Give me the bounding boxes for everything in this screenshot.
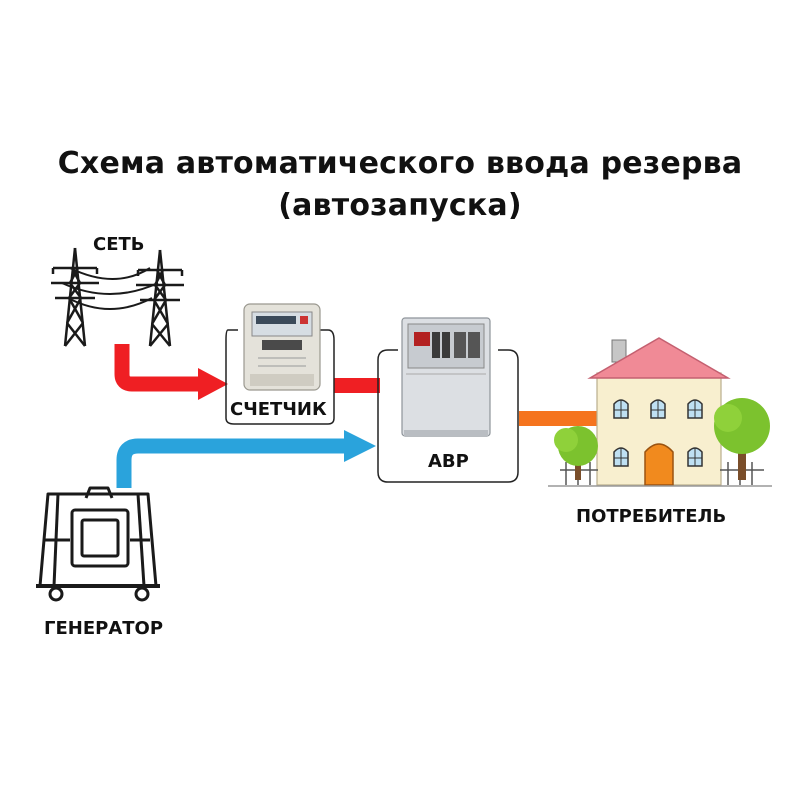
- generator-to-ats-line: [116, 430, 376, 488]
- power-tower-icon: [51, 247, 184, 347]
- generator-label: ГЕНЕРАТОР: [44, 618, 164, 639]
- house-icon: [548, 337, 772, 487]
- grid-label: СЕТЬ: [93, 234, 145, 255]
- meter-label: СЧЕТЧИК: [230, 399, 327, 420]
- diagram-title: Схема автоматического ввода резерва: [57, 146, 743, 181]
- ats-to-consumer-line: [519, 411, 597, 426]
- diagram-subtitle: (автозапуска): [278, 188, 522, 223]
- ats-label: АВР: [428, 451, 469, 472]
- grid-to-meter-line: [114, 344, 228, 400]
- consumer-label: ПОТРЕБИТЕЛЬ: [576, 506, 727, 527]
- electric-meter-icon: [243, 303, 321, 391]
- meter-to-ats-line: [334, 378, 380, 393]
- meter-box: [225, 329, 335, 425]
- generator-icon: [36, 486, 160, 602]
- ats-box: [377, 349, 519, 483]
- ats-panel-icon: [401, 317, 491, 437]
